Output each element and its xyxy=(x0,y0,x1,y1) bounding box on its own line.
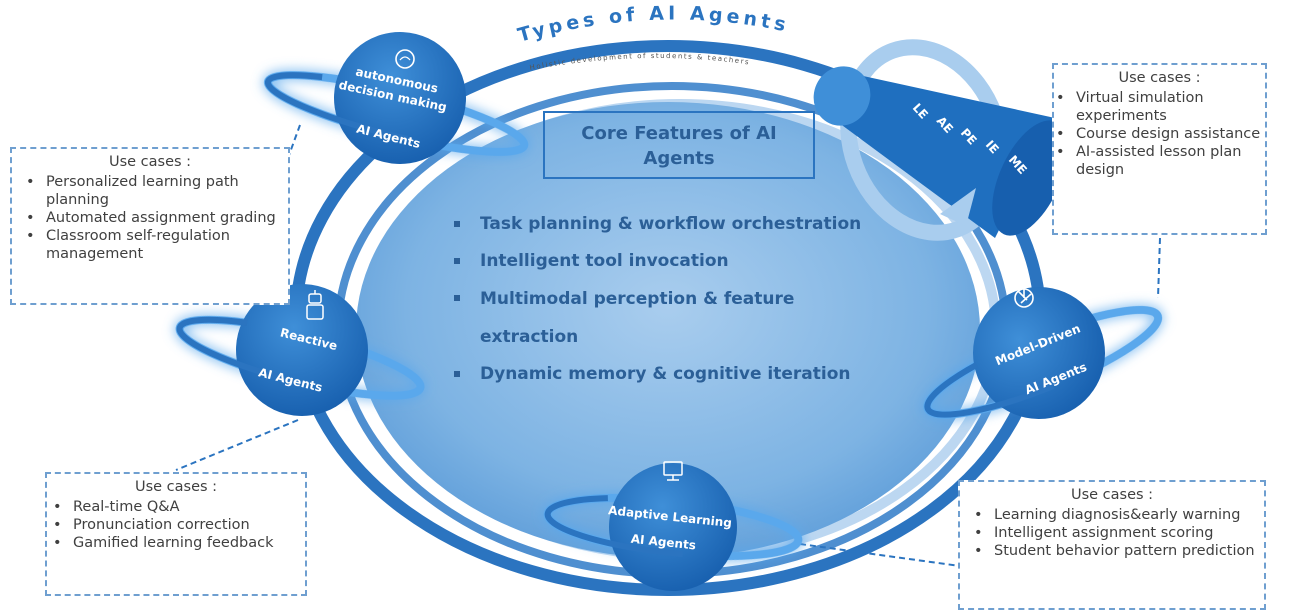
agent-planet-model-driven: Model-Driven AI Agents xyxy=(923,287,1163,419)
use-case-item: Classroom self-regulation management xyxy=(26,227,288,263)
use-case-item: Learning diagnosis&early warning xyxy=(974,506,1264,524)
agent-ring-label-adaptive: AI Agents xyxy=(630,532,696,553)
core-feature-item: Intelligent tool invocation xyxy=(454,243,894,280)
use-cases-header: Use cases : xyxy=(1118,70,1201,86)
use-cases-box-autonomous: Use cases : Personalized learning path p… xyxy=(10,147,290,305)
use-case-item: Course design assistance xyxy=(1056,125,1265,143)
use-case-item: Real-time Q&A xyxy=(53,498,305,516)
agent-planet-adaptive: Adaptive Learning AI Agents xyxy=(543,463,803,591)
robot-icon xyxy=(306,290,324,320)
brain-icon xyxy=(395,49,415,69)
connector-reactive xyxy=(175,419,299,471)
use-cases-box-reactive: Use cases : Real-time Q&A Pronunciation … xyxy=(45,472,307,596)
core-feature-item: Task planning & workflow orchestration xyxy=(454,206,894,243)
agent-planet-autonomous: AI Agents xyxy=(263,32,529,164)
core-feature-item: Dynamic memory & cognitive iteration xyxy=(454,356,894,393)
core-features-list: Task planning & workflow orchestration I… xyxy=(454,206,894,393)
use-cases-box-adaptive: Use cases : Learning diagnosis&early war… xyxy=(958,480,1266,610)
use-case-item: Intelligent assignment scoring xyxy=(974,524,1264,542)
diagram-title: Types of AI Agents xyxy=(515,2,791,46)
monitor-icon xyxy=(663,461,683,481)
core-ellipse xyxy=(356,102,980,558)
connector-model-driven xyxy=(1157,237,1161,299)
cylinder-graphic: ME IE PE AE LE xyxy=(813,39,1068,241)
use-case-item: Gamified learning feedback xyxy=(53,534,305,552)
use-cases-box-model-driven: Use cases : Virtual simulation experimen… xyxy=(1052,63,1267,235)
use-cases-header: Use cases : xyxy=(134,479,218,495)
core-feature-item: Multimodal perception & feature extracti… xyxy=(454,280,894,356)
aperture-icon xyxy=(1014,288,1034,308)
use-case-item: Personalized learning path planning xyxy=(26,173,288,209)
use-case-item: AI-assisted lesson plan design xyxy=(1056,143,1265,179)
agent-planet-reactive: Reactive AI Agents xyxy=(175,284,425,416)
connector-adaptive xyxy=(799,543,961,567)
use-case-item: Student behavior pattern prediction xyxy=(974,542,1264,560)
core-title: Core Features of AI Agents xyxy=(543,111,815,179)
use-case-item: Automated assignment grading xyxy=(26,209,288,227)
use-case-item: Virtual simulation experiments xyxy=(1056,89,1265,125)
use-cases-header: Use cases : xyxy=(1070,487,1154,503)
use-case-item: Pronunciation correction xyxy=(53,516,305,534)
use-cases-header: Use cases : xyxy=(108,154,192,170)
